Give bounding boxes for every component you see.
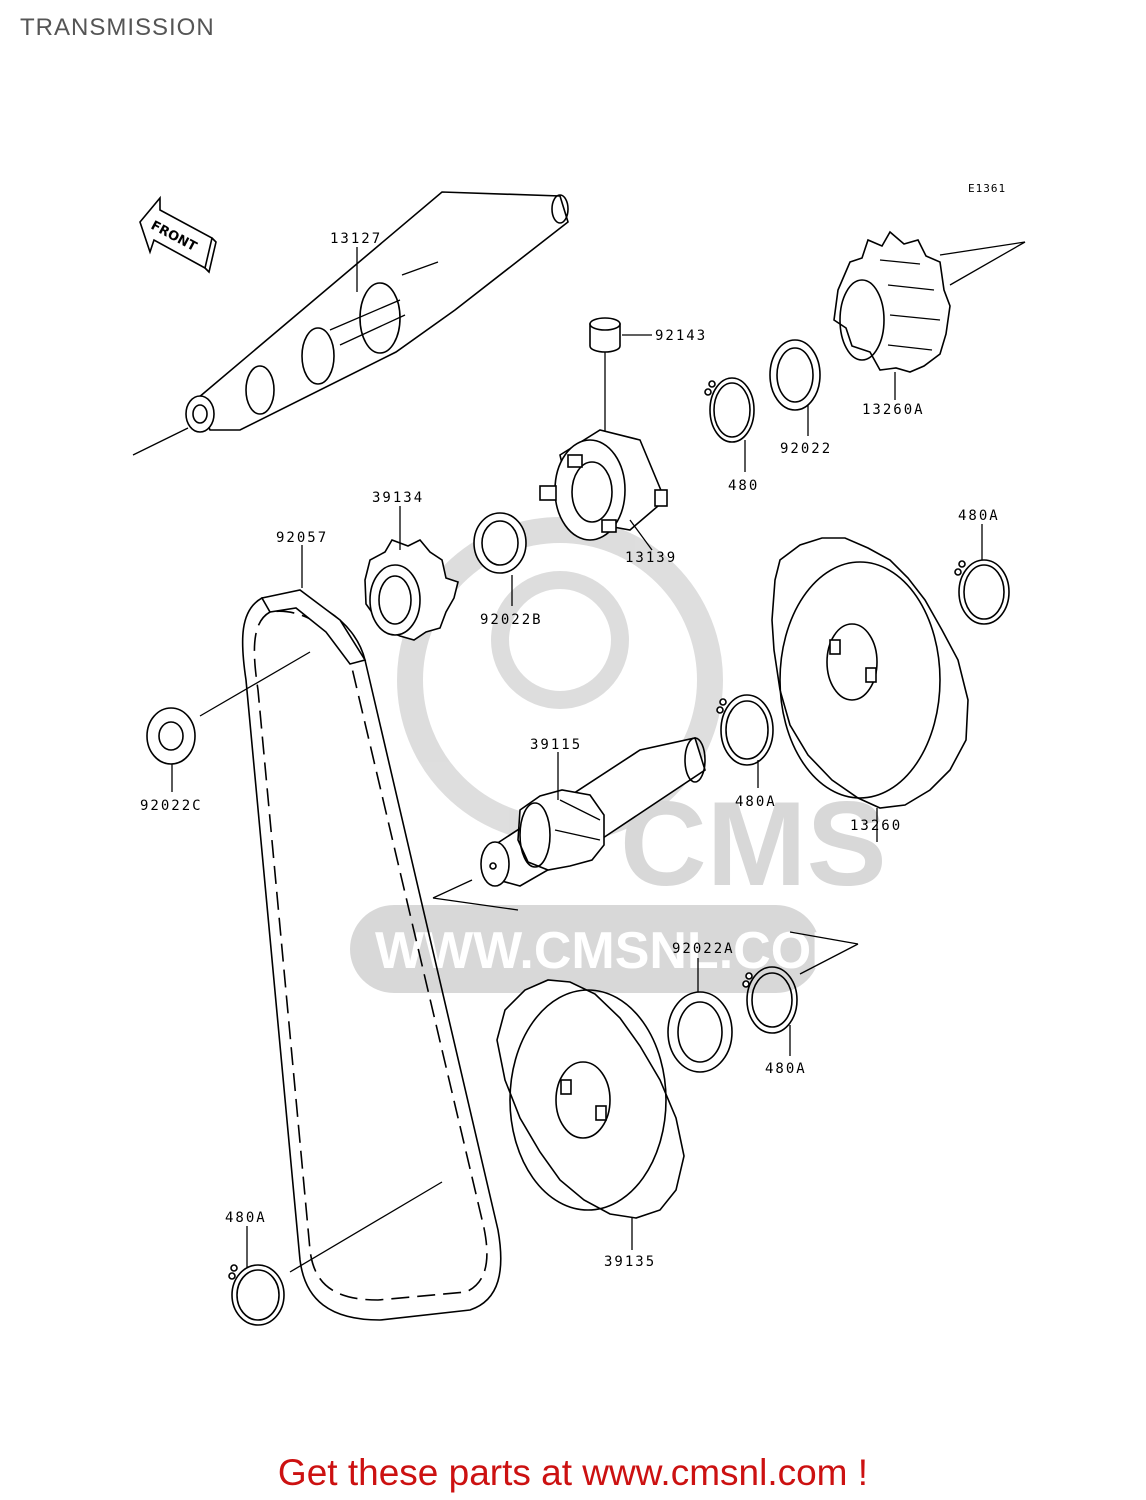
washer-92022B <box>473 512 527 574</box>
label-92057: 92057 <box>276 530 328 546</box>
footer-link[interactable]: Get these parts at www.cmsnl.com ! <box>277 1452 869 1493</box>
main-shaft-13127 <box>132 191 569 456</box>
sprocket-39135 <box>496 979 685 1219</box>
watermark-url: WWW.CMSNL.COM <box>375 922 854 980</box>
washer-92022 <box>769 339 821 411</box>
label-92022B: 92022B <box>480 612 543 628</box>
washer-92022A <box>667 991 733 1073</box>
page-title: TRANSMISSION <box>20 14 215 41</box>
label-480A-3: 480A <box>765 1061 807 1077</box>
washer-92022C <box>146 707 196 765</box>
circlip-480A-1 <box>954 559 1010 625</box>
watermark-brand: CMS <box>620 777 887 911</box>
label-13127: 13127 <box>330 231 382 247</box>
label-13260A: 13260A <box>862 402 925 418</box>
sprocket-39134 <box>364 539 459 641</box>
circlip-480A-2 <box>716 694 774 766</box>
drive-chain-92057 <box>241 589 502 1321</box>
collar-92143 <box>589 317 621 353</box>
gear-13260 <box>771 537 969 809</box>
label-480A-4: 480A <box>225 1210 267 1226</box>
front-arrow-icon: FRONT <box>139 195 217 274</box>
label-13260: 13260 <box>850 818 902 834</box>
label-92143: 92143 <box>655 328 707 344</box>
label-39135: 39135 <box>604 1254 656 1270</box>
label-39115: 39115 <box>530 737 582 753</box>
circlip-480 <box>704 377 755 443</box>
shift-hub-13139 <box>539 429 668 541</box>
label-480A-1: 480A <box>958 508 1000 524</box>
shaft-39115 <box>480 737 706 887</box>
label-39134: 39134 <box>372 490 424 506</box>
label-92022A: 92022A <box>672 941 735 957</box>
label-13139: 13139 <box>625 550 677 566</box>
gear-13260A <box>833 230 951 373</box>
label-92022: 92022 <box>780 441 832 457</box>
label-92022C: 92022C <box>140 798 203 814</box>
diagram-code: E1361 <box>968 182 1006 195</box>
label-480: 480 <box>728 478 759 494</box>
watermark: CMS WWW.CMSNL.COM <box>350 517 887 993</box>
label-480A-2: 480A <box>735 794 777 810</box>
circlip-480A-4 <box>228 1264 285 1326</box>
circlip-480A-3 <box>742 966 798 1034</box>
